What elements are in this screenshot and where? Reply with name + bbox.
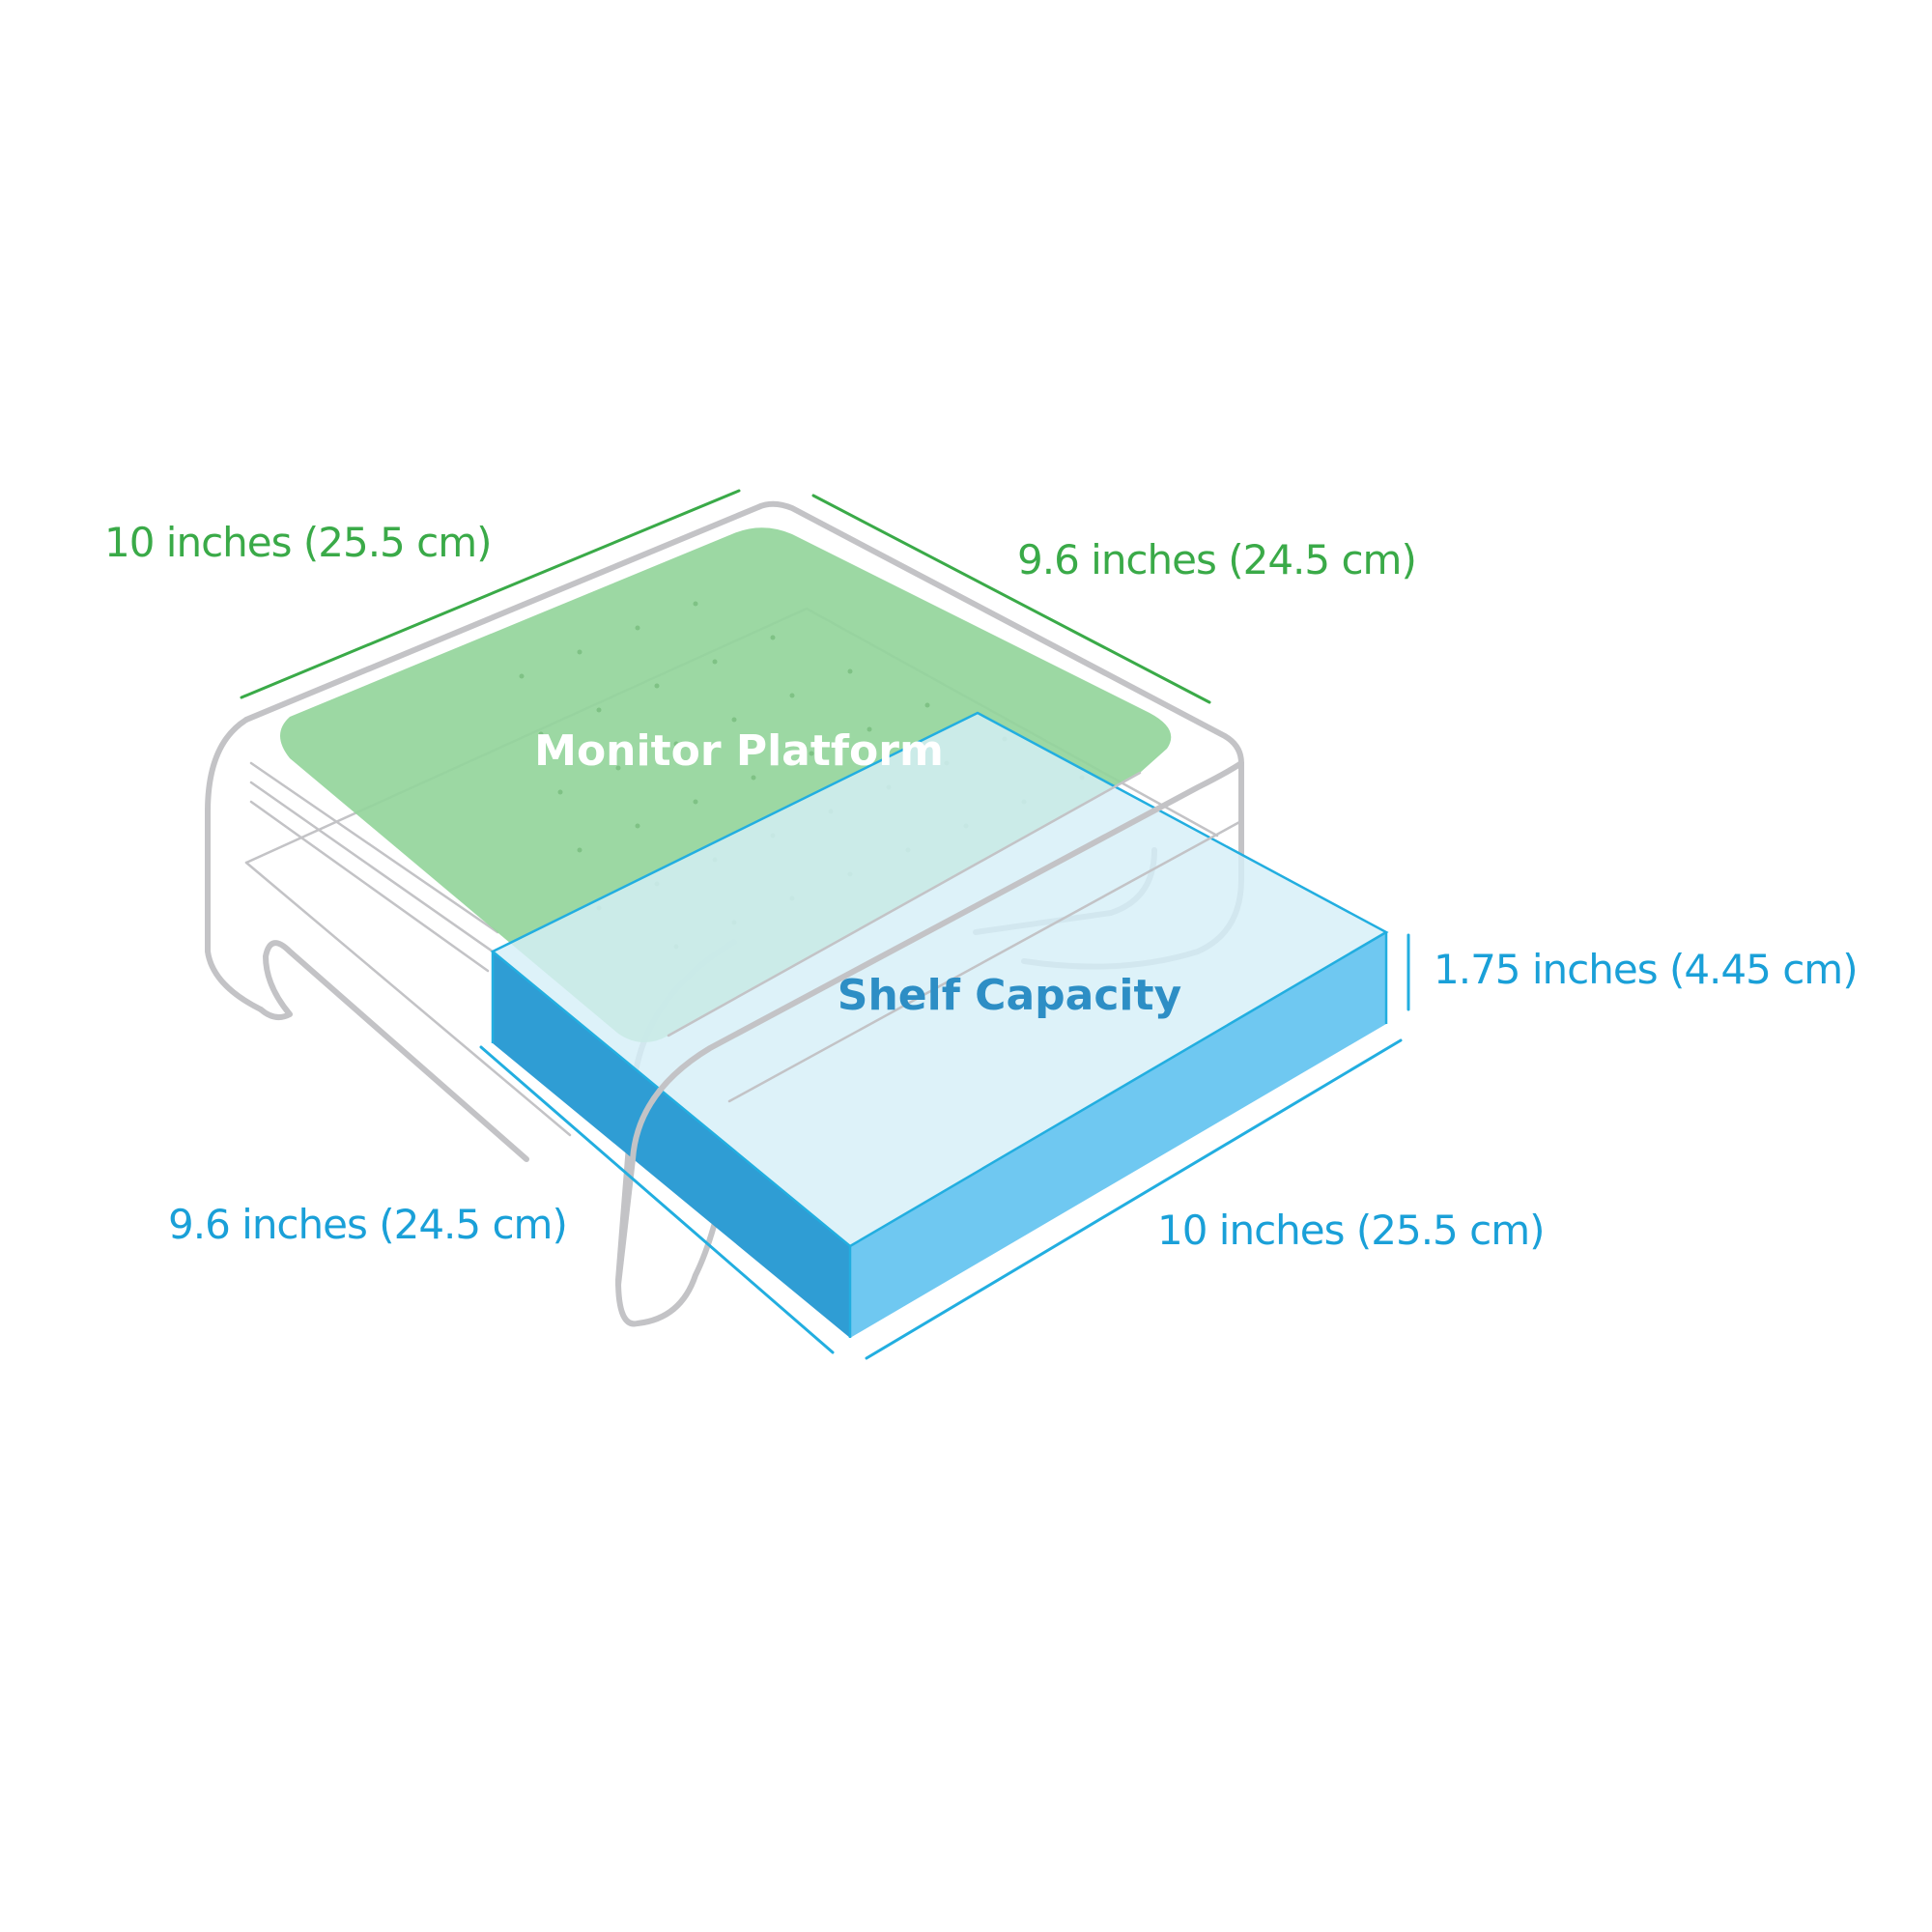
monitor-platform-label: Monitor Platform <box>534 726 944 776</box>
stand-top-rim <box>243 500 1244 766</box>
platform-depth-line <box>811 494 1211 704</box>
stand-left-arch <box>205 717 264 1012</box>
green-dimension-lines <box>240 489 1211 704</box>
shelf-top-face <box>493 713 1386 1246</box>
monitor-platform-surface <box>280 527 1172 1043</box>
platform-depth-label: 9.6 inches (24.5 cm) <box>1017 536 1416 583</box>
shelf-width-line <box>865 1038 1403 1360</box>
shelf-side-face <box>493 952 850 1338</box>
platform-width-line <box>240 489 741 699</box>
stand-bottom-edge <box>244 861 572 1137</box>
stand-front-overlay <box>615 760 1244 1288</box>
blue-dimension-lines <box>479 933 1410 1360</box>
shelf-capacity-label: Shelf Capacity <box>838 971 1181 1020</box>
shelf-height-label: 1.75 inches (4.45 cm) <box>1434 946 1858 993</box>
shelf-width-label: 10 inches (25.5 cm) <box>1157 1207 1545 1254</box>
shelf-edges <box>490 711 1389 1338</box>
platform-inner-line-1 <box>249 761 499 934</box>
platform-width-label: 10 inches (25.5 cm) <box>104 519 492 566</box>
shelf-depth-line <box>479 1045 835 1354</box>
platform-inner-line-2 <box>249 781 495 953</box>
stand-left-foot <box>258 940 529 1162</box>
stand-platform-front-edge <box>667 771 1142 1037</box>
platform-inner-line-3 <box>249 800 490 973</box>
shelf-depth-label: 9.6 inches (24.5 cm) <box>168 1201 567 1248</box>
shelf-front-face <box>850 932 1386 1338</box>
